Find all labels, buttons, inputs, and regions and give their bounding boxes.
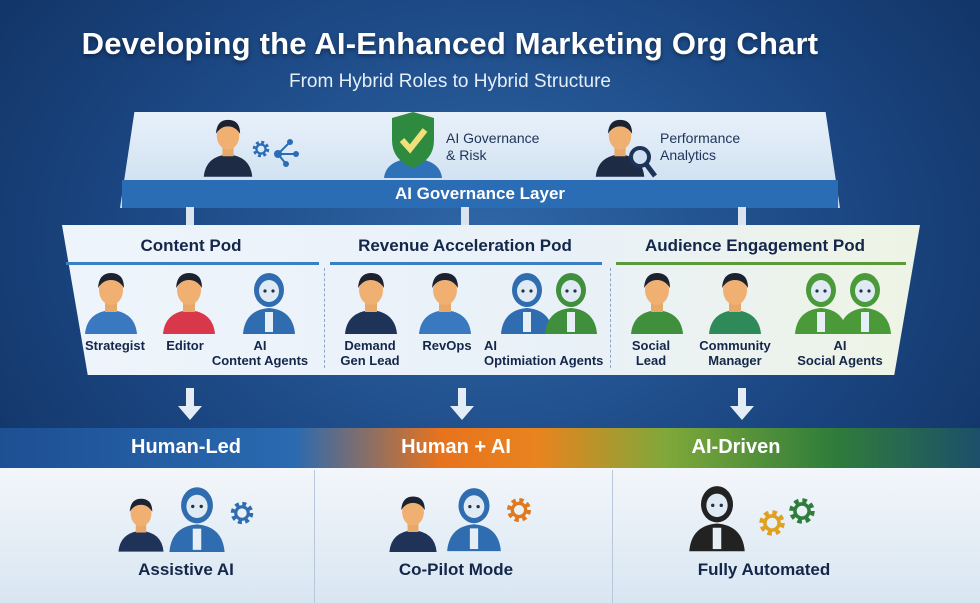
connector (186, 207, 194, 227)
governance-risk-label: AI Governance& Risk (446, 130, 540, 163)
demand-gen-lead-icon (340, 268, 402, 334)
arrow-down-icon (450, 388, 474, 420)
gear-network-icon (252, 139, 299, 167)
co-pilot-illustration (389, 488, 545, 552)
pods-panel (62, 225, 920, 375)
autonomy-band (0, 428, 980, 468)
editor-icon (158, 268, 220, 334)
community-manager-icon (704, 268, 766, 334)
pod-title-revenue: Revenue Acceleration Pod (358, 236, 572, 255)
strategist-icon (80, 268, 142, 334)
band-human-ai: Human + AI (401, 436, 511, 458)
ai-agent-icon (834, 268, 896, 334)
pod-title-audience: Audience Engagement Pod (644, 236, 866, 255)
role-editor: Editor (166, 338, 204, 353)
pod-title-content: Content Pod (140, 236, 242, 255)
connector (461, 207, 469, 227)
social-lead-icon (626, 268, 688, 334)
pod-divider-line (66, 262, 319, 265)
page-title: Developing the AI-Enhanced Marketing Org… (81, 26, 819, 61)
ai-agent-icon (238, 268, 300, 334)
ai-agent-icon (540, 268, 602, 334)
arrow-down-icon (178, 388, 202, 420)
role-revops: RevOps (422, 338, 472, 353)
mode-fully-automated: Fully Automated (697, 560, 831, 579)
pod-separator (324, 268, 325, 368)
assistive-ai-illustration (118, 487, 275, 552)
arrow-down-icon (730, 388, 754, 420)
executive-person-icon (200, 115, 256, 177)
mode-separator (612, 470, 613, 603)
mode-assistive-ai: Assistive AI (138, 560, 234, 579)
governance-layer-bar: AI Governance Layer (122, 180, 838, 208)
mode-co-pilot: Co-Pilot Mode (398, 560, 514, 579)
shield-check-icon (384, 112, 442, 178)
role-strategist: Strategist (85, 338, 145, 353)
band-human-led: Human-Led (131, 436, 241, 458)
fully-automated-illustration (689, 486, 845, 552)
band-ai-driven: AI-Driven (691, 436, 781, 458)
pod-divider-line (616, 262, 906, 265)
mode-separator (314, 470, 315, 603)
page-subtitle: From Hybrid Roles to Hybrid Structure (288, 71, 612, 92)
pod-divider-line (330, 262, 602, 265)
connector (738, 207, 746, 227)
pod-separator (610, 268, 611, 368)
magnifier-icon (629, 146, 657, 178)
revops-icon (414, 268, 476, 334)
